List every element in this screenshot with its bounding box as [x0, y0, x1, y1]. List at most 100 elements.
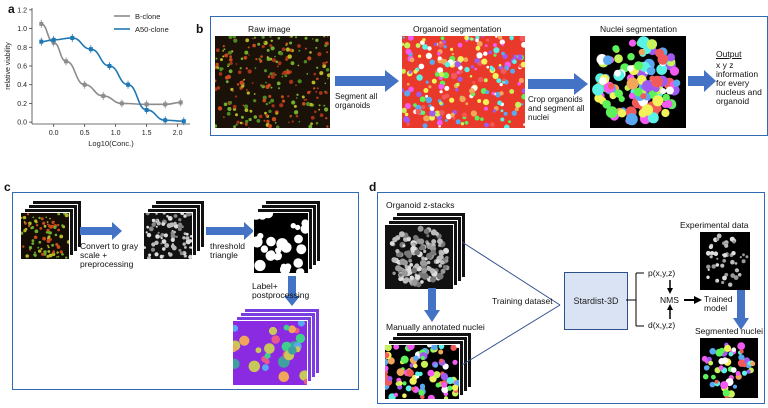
- cell-dot: [216, 66, 219, 69]
- cell-dot: [294, 234, 303, 244]
- cell-dot: [415, 274, 421, 280]
- cell-dot: [253, 99, 257, 103]
- cell-dot: [627, 53, 635, 61]
- cell-dot: [228, 36, 233, 39]
- cell-dot: [426, 242, 430, 246]
- cell-dot: [276, 65, 279, 68]
- cell-dot: [407, 36, 414, 41]
- arrow-crop: [528, 73, 588, 95]
- label-step-label: Label+ postprocessing: [252, 281, 310, 300]
- cell-dot: [243, 56, 248, 60]
- cell-dot: [397, 384, 403, 390]
- cell-dot: [235, 63, 238, 65]
- cell-dot: [288, 121, 290, 124]
- cell-dot: [275, 112, 278, 115]
- cell-dot: [324, 91, 328, 95]
- cell-dot: [59, 234, 64, 239]
- cell-dot: [706, 356, 712, 362]
- cell-dot: [314, 110, 317, 114]
- cell-dot: [387, 376, 393, 382]
- cell-dot: [40, 247, 43, 250]
- y-tick-label: 1.2: [17, 7, 27, 14]
- cell-dot: [404, 265, 409, 269]
- cell-dot: [617, 109, 627, 118]
- cell-dot: [315, 90, 318, 93]
- cell-dot: [288, 346, 297, 355]
- panel-d-frame: [377, 192, 765, 404]
- cell-dot: [269, 44, 273, 48]
- cell-dot: [385, 365, 389, 372]
- cell-dot: [409, 275, 414, 280]
- cell-dot: [711, 374, 716, 380]
- cell-dot: [416, 239, 421, 243]
- cell-dot: [46, 221, 49, 223]
- cell-dot: [31, 239, 35, 242]
- cell-dot: [268, 94, 272, 98]
- cell-dot: [325, 117, 328, 120]
- cell-dot: [706, 264, 711, 269]
- organoid-seg-title: Organoid segmentation: [413, 24, 502, 34]
- cell-dot: [739, 349, 744, 354]
- cell-dot: [730, 259, 735, 265]
- cell-dot: [240, 57, 244, 60]
- cell-dot: [399, 258, 406, 265]
- cell-dot: [628, 92, 636, 100]
- training-label: Training dataset: [492, 296, 553, 306]
- cell-dot: [244, 108, 249, 112]
- cell-dot: [731, 251, 736, 256]
- cell-dot: [413, 355, 419, 361]
- cell-dot: [48, 253, 53, 258]
- cell-dot: [660, 88, 667, 95]
- cell-dot: [716, 233, 722, 239]
- cell-dot: [521, 41, 525, 48]
- cell-dot: [402, 88, 405, 93]
- cell-dot: [664, 99, 673, 109]
- cell-dot: [641, 104, 654, 116]
- cell-dot: [227, 106, 232, 112]
- cell-dot: [483, 51, 488, 56]
- cell-dot: [416, 74, 423, 81]
- cell-dot: [520, 61, 525, 68]
- cell-dot: [41, 252, 45, 256]
- cell-dot: [612, 45, 620, 53]
- cell-dot: [264, 343, 275, 354]
- cell-dot: [239, 335, 250, 346]
- cell-dot: [53, 225, 57, 229]
- cell-dot: [392, 236, 398, 243]
- cell-dot: [415, 371, 420, 377]
- cell-dot: [182, 236, 186, 240]
- cell-dot: [493, 43, 497, 48]
- cell-dot: [509, 36, 514, 41]
- cell-dot: [266, 119, 270, 124]
- cell-dot: [235, 123, 238, 126]
- cell-dot: [437, 56, 442, 61]
- cell-dot: [731, 347, 737, 352]
- cell-dot: [661, 108, 670, 118]
- cell-dot: [469, 75, 473, 78]
- cell-dot: [444, 85, 450, 91]
- cell-dot: [403, 250, 409, 256]
- cell-dot: [419, 96, 426, 103]
- cell-dot: [715, 280, 718, 283]
- cell-dot: [722, 275, 727, 281]
- cell-dot: [45, 216, 47, 219]
- cell-dot: [665, 86, 674, 95]
- cell-dot: [236, 120, 240, 124]
- cell-dot: [385, 345, 392, 352]
- cell-dot: [513, 54, 517, 58]
- cell-dot: [402, 107, 407, 114]
- cell-dot: [449, 97, 455, 103]
- cell-dot: [288, 325, 296, 334]
- cell-dot: [267, 75, 271, 78]
- cell-dot: [285, 48, 287, 50]
- cell-dot: [324, 82, 327, 85]
- cell-dot: [475, 38, 479, 43]
- cell-dot: [245, 67, 248, 70]
- cell-dot: [460, 122, 465, 126]
- cell-dot: [301, 95, 305, 99]
- y-tick-label: 1.0: [17, 26, 27, 33]
- cell-dot: [260, 245, 269, 253]
- cell-dot: [451, 384, 459, 391]
- cell-dot: [155, 234, 160, 239]
- cell-dot: [405, 385, 412, 392]
